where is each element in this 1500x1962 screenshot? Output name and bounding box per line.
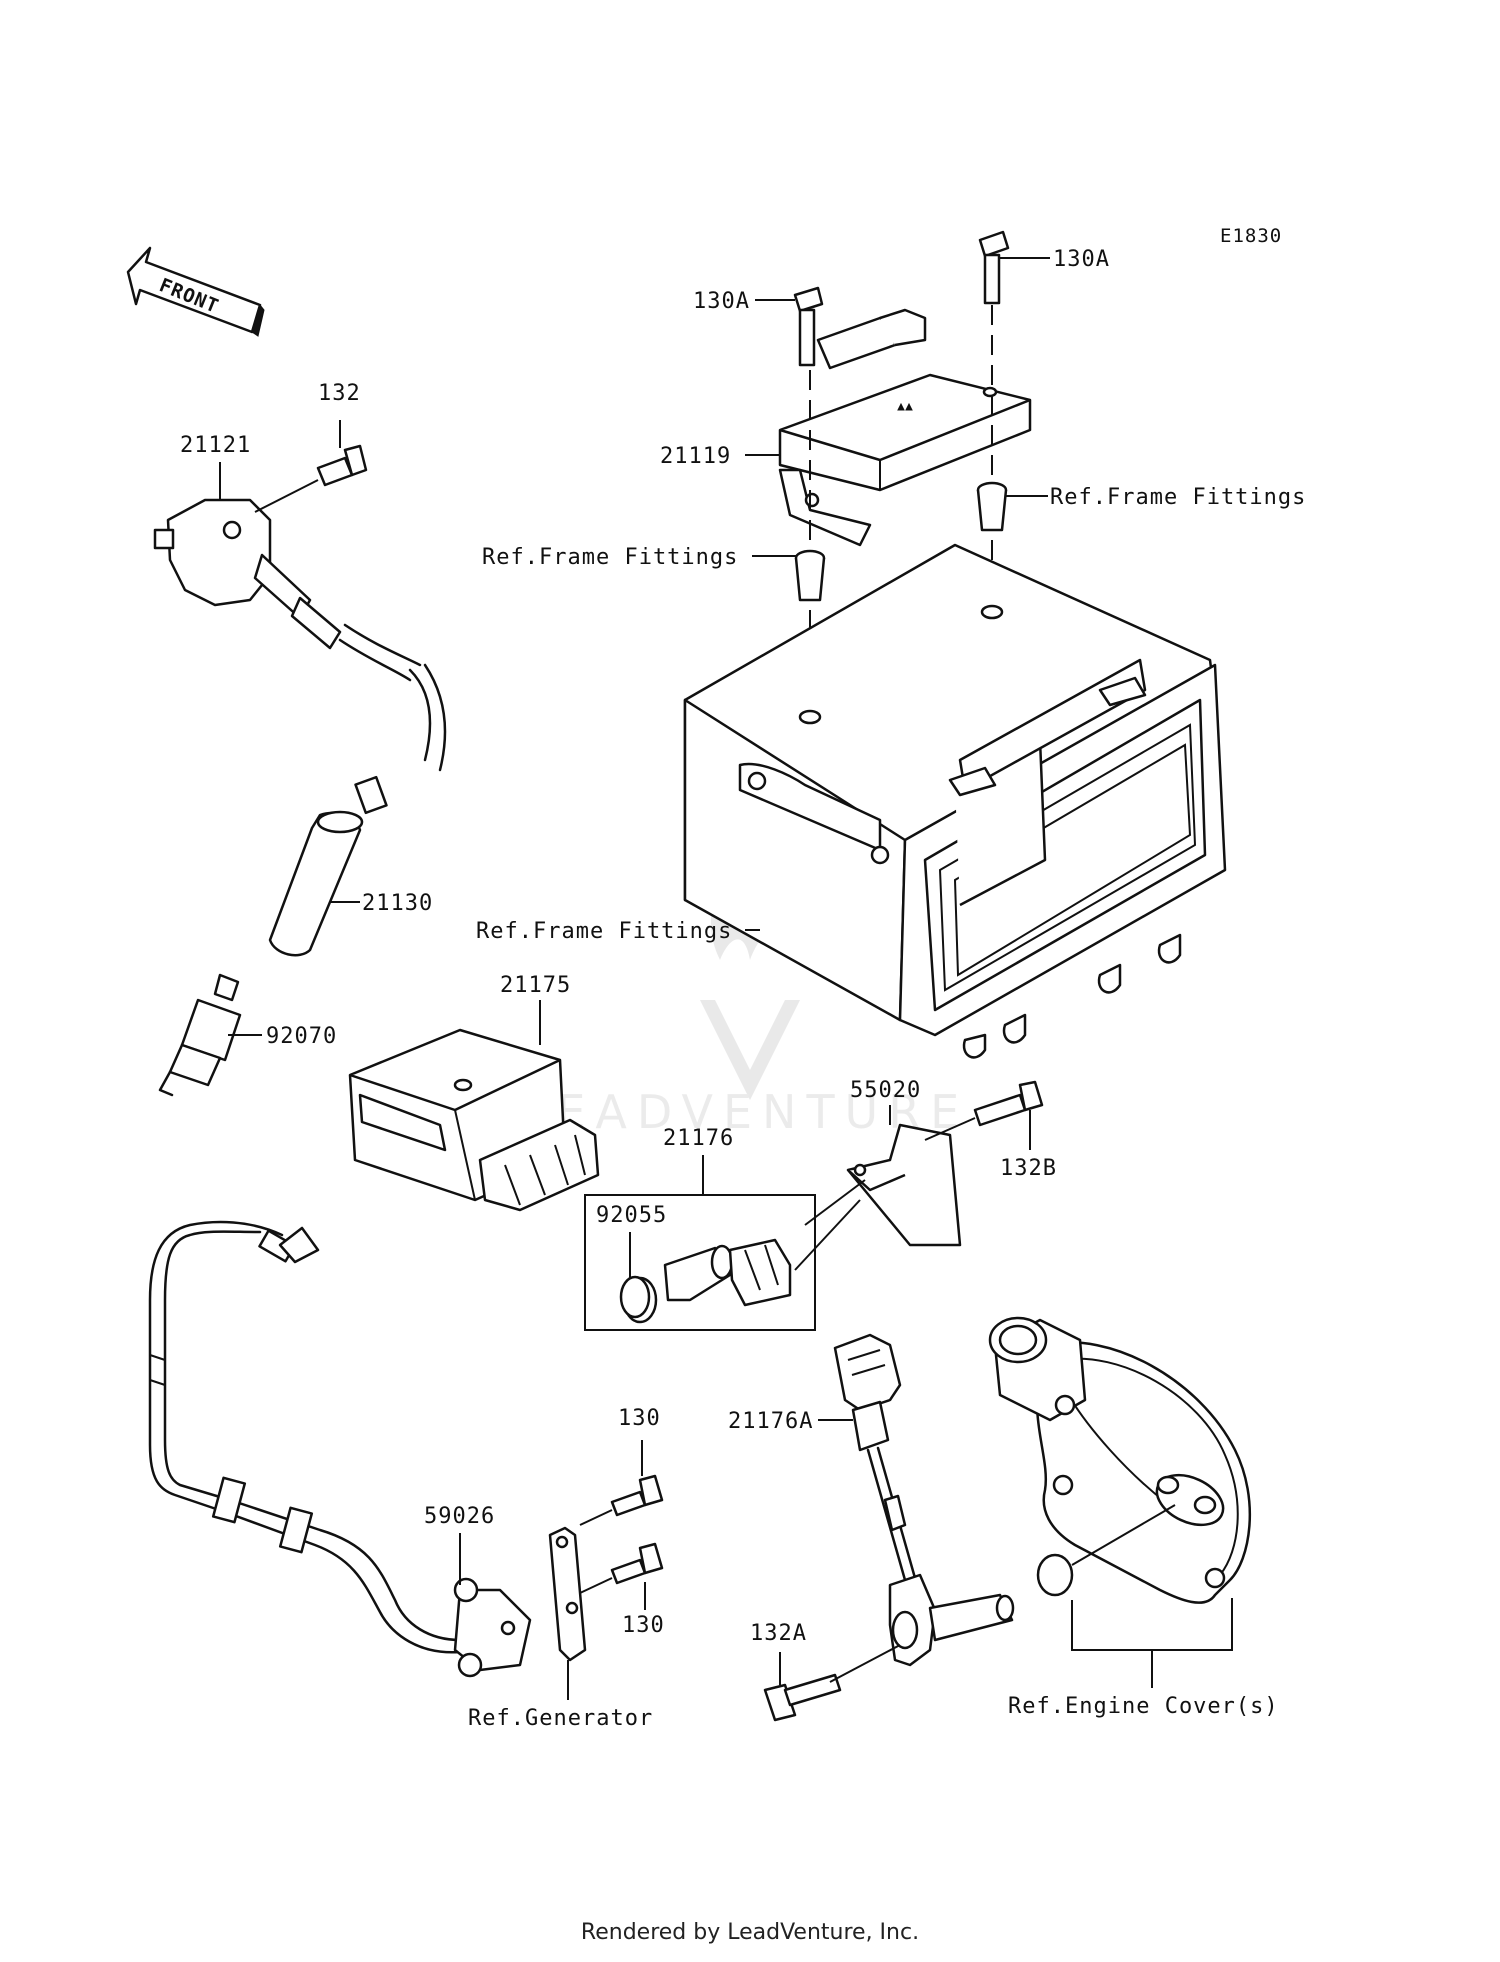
battery-case-icon <box>683 543 1227 1059</box>
grommet-left-icon <box>794 549 826 602</box>
spark-plug-icon <box>158 973 242 1097</box>
pickup-coil-icon <box>453 1577 532 1678</box>
label-ref-frame-right: Ref.Frame Fittings <box>1050 485 1306 510</box>
bolt-130-upper-icon <box>610 1474 664 1517</box>
leader-132A-bolt <box>829 1644 901 1683</box>
label-55020: 55020 <box>850 1078 921 1103</box>
wire-harness-icon <box>148 1220 462 1654</box>
leader-ref-engine-cover <box>1071 1598 1233 1688</box>
label-21121: 21121 <box>180 433 251 458</box>
label-ref-frame-box: Ref.Frame Fittings <box>476 919 732 944</box>
label-92055: 92055 <box>596 1203 667 1228</box>
label-132: 132 <box>318 381 361 406</box>
o-ring-icon <box>1036 1553 1074 1597</box>
label-ref-generator: Ref.Generator <box>468 1706 653 1731</box>
speed-sensor-icon <box>833 1333 1015 1667</box>
label-130A-left: 130A <box>693 289 750 314</box>
label-ref-engine-cover: Ref.Engine Cover(s) <box>1008 1694 1279 1719</box>
label-59026: 59026 <box>424 1504 495 1529</box>
label-132A: 132A <box>750 1621 807 1646</box>
plug-cap-icon <box>268 810 364 957</box>
label-21175: 21175 <box>500 973 571 998</box>
bolt-132-icon <box>316 444 368 487</box>
engine-cover-icon <box>988 1316 1251 1604</box>
label-ref-frame-left: Ref.Frame Fittings <box>482 545 738 570</box>
o-ring-92055-icon <box>619 1275 651 1319</box>
ignition-coil-icon <box>153 498 447 815</box>
leader-o-ring <box>1071 1504 1176 1566</box>
label-21130: 21130 <box>362 891 433 916</box>
leader-sensor-bracket <box>804 1179 866 1226</box>
label-130A-top: 130A <box>1053 247 1110 272</box>
label-21119: 21119 <box>660 444 731 469</box>
label-130-top: 130 <box>618 1406 661 1431</box>
bolt-132A-icon <box>763 1673 842 1722</box>
label-21176A: 21176A <box>728 1409 813 1434</box>
label-21176: 21176 <box>663 1126 734 1151</box>
leader-sensor-mount <box>794 1199 861 1271</box>
bolt-132B-icon <box>973 1080 1044 1127</box>
label-92070: 92070 <box>266 1024 337 1049</box>
bolt-130A-right-icon <box>978 230 1010 305</box>
leader-130-upper-bolt <box>579 1509 613 1526</box>
label-130-bottom: 130 <box>622 1613 665 1638</box>
diagram-code-label: E1830 <box>1220 225 1282 247</box>
leader-132B-bolt <box>924 1117 976 1141</box>
leader-130-lower-bolt <box>579 1577 613 1594</box>
control-unit-icon <box>778 308 1032 547</box>
watermark-text: LEADVENTURE <box>521 1085 970 1139</box>
label-132B: 132B <box>1000 1156 1057 1181</box>
grommet-right-icon <box>976 481 1008 532</box>
bolt-130-lower-icon <box>610 1542 664 1585</box>
footer-credit: Rendered by LeadVenture, Inc. <box>580 1920 920 1945</box>
sensor-kit-frame <box>584 1194 816 1331</box>
ignitor-module-icon <box>348 1028 600 1212</box>
pickup-bracket-icon <box>548 1526 587 1662</box>
sensor-bracket-icon <box>846 1123 962 1247</box>
sensor-21176-icon <box>622 1238 792 1324</box>
leader-132-coil <box>254 479 319 513</box>
bolt-130A-left-icon <box>793 286 824 367</box>
front-arrow-icon: FRONT <box>126 246 265 337</box>
